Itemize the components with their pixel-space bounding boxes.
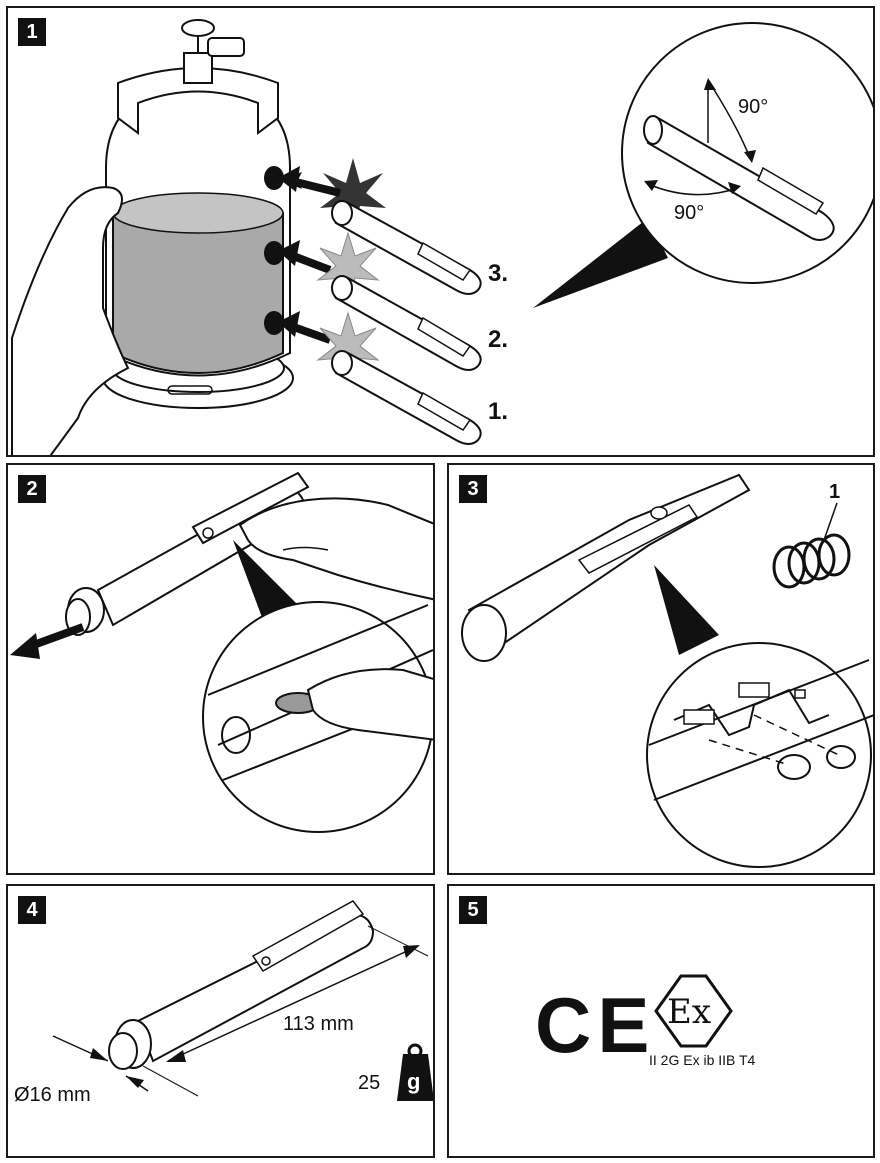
spring-callout-label: 1 <box>829 481 841 503</box>
ex-rating-label: II 2G Ex ib IIB T4 <box>649 1052 756 1068</box>
length-dimension-label: 113 mm <box>283 1013 354 1035</box>
detector-rod-3 <box>331 200 482 295</box>
panel-number-badge: 4 <box>18 896 46 924</box>
angle-label-top: 90° <box>738 96 769 118</box>
clip-removal-illustration <box>10 471 433 833</box>
detector-rod-2 <box>331 275 482 371</box>
spring-illustration <box>772 533 851 589</box>
weight-unit-label: g <box>407 1069 421 1094</box>
step-label-1: 1. <box>488 398 509 425</box>
rotated-rod-detail <box>643 115 835 241</box>
panel-4: 4 113 mm Ø16 mm 25 g <box>6 884 435 1158</box>
panel-3: 3 1 <box>447 463 875 875</box>
weight-value-label: 25 <box>358 1072 381 1094</box>
step-label-3: 3. <box>488 260 509 287</box>
detector-rod-1 <box>331 350 482 445</box>
dimensions-illustration <box>52 900 433 1101</box>
ce-mark: CE <box>535 981 656 1069</box>
panel-5: 5 CE Ex II 2G Ex ib IIB T4 <box>447 884 875 1158</box>
gas-cylinder-illustration <box>11 19 873 455</box>
diameter-dimension-label: Ø16 mm <box>14 1084 91 1106</box>
panel-number-badge: 1 <box>18 18 46 46</box>
panel-2: 2 <box>6 463 435 875</box>
panel-number-badge: 2 <box>18 475 46 503</box>
panel-1: 1 <box>6 6 875 457</box>
battery-compartment-illustration <box>461 473 873 868</box>
angle-label-bottom: 90° <box>674 202 705 224</box>
weight-icon <box>397 1054 433 1101</box>
panel-number-badge: 3 <box>459 475 487 503</box>
ex-hexagon-icon <box>654 974 733 1048</box>
ex-symbol: Ex <box>667 992 711 1032</box>
panel-number-badge: 5 <box>459 896 487 924</box>
step-label-2: 2. <box>488 326 509 353</box>
